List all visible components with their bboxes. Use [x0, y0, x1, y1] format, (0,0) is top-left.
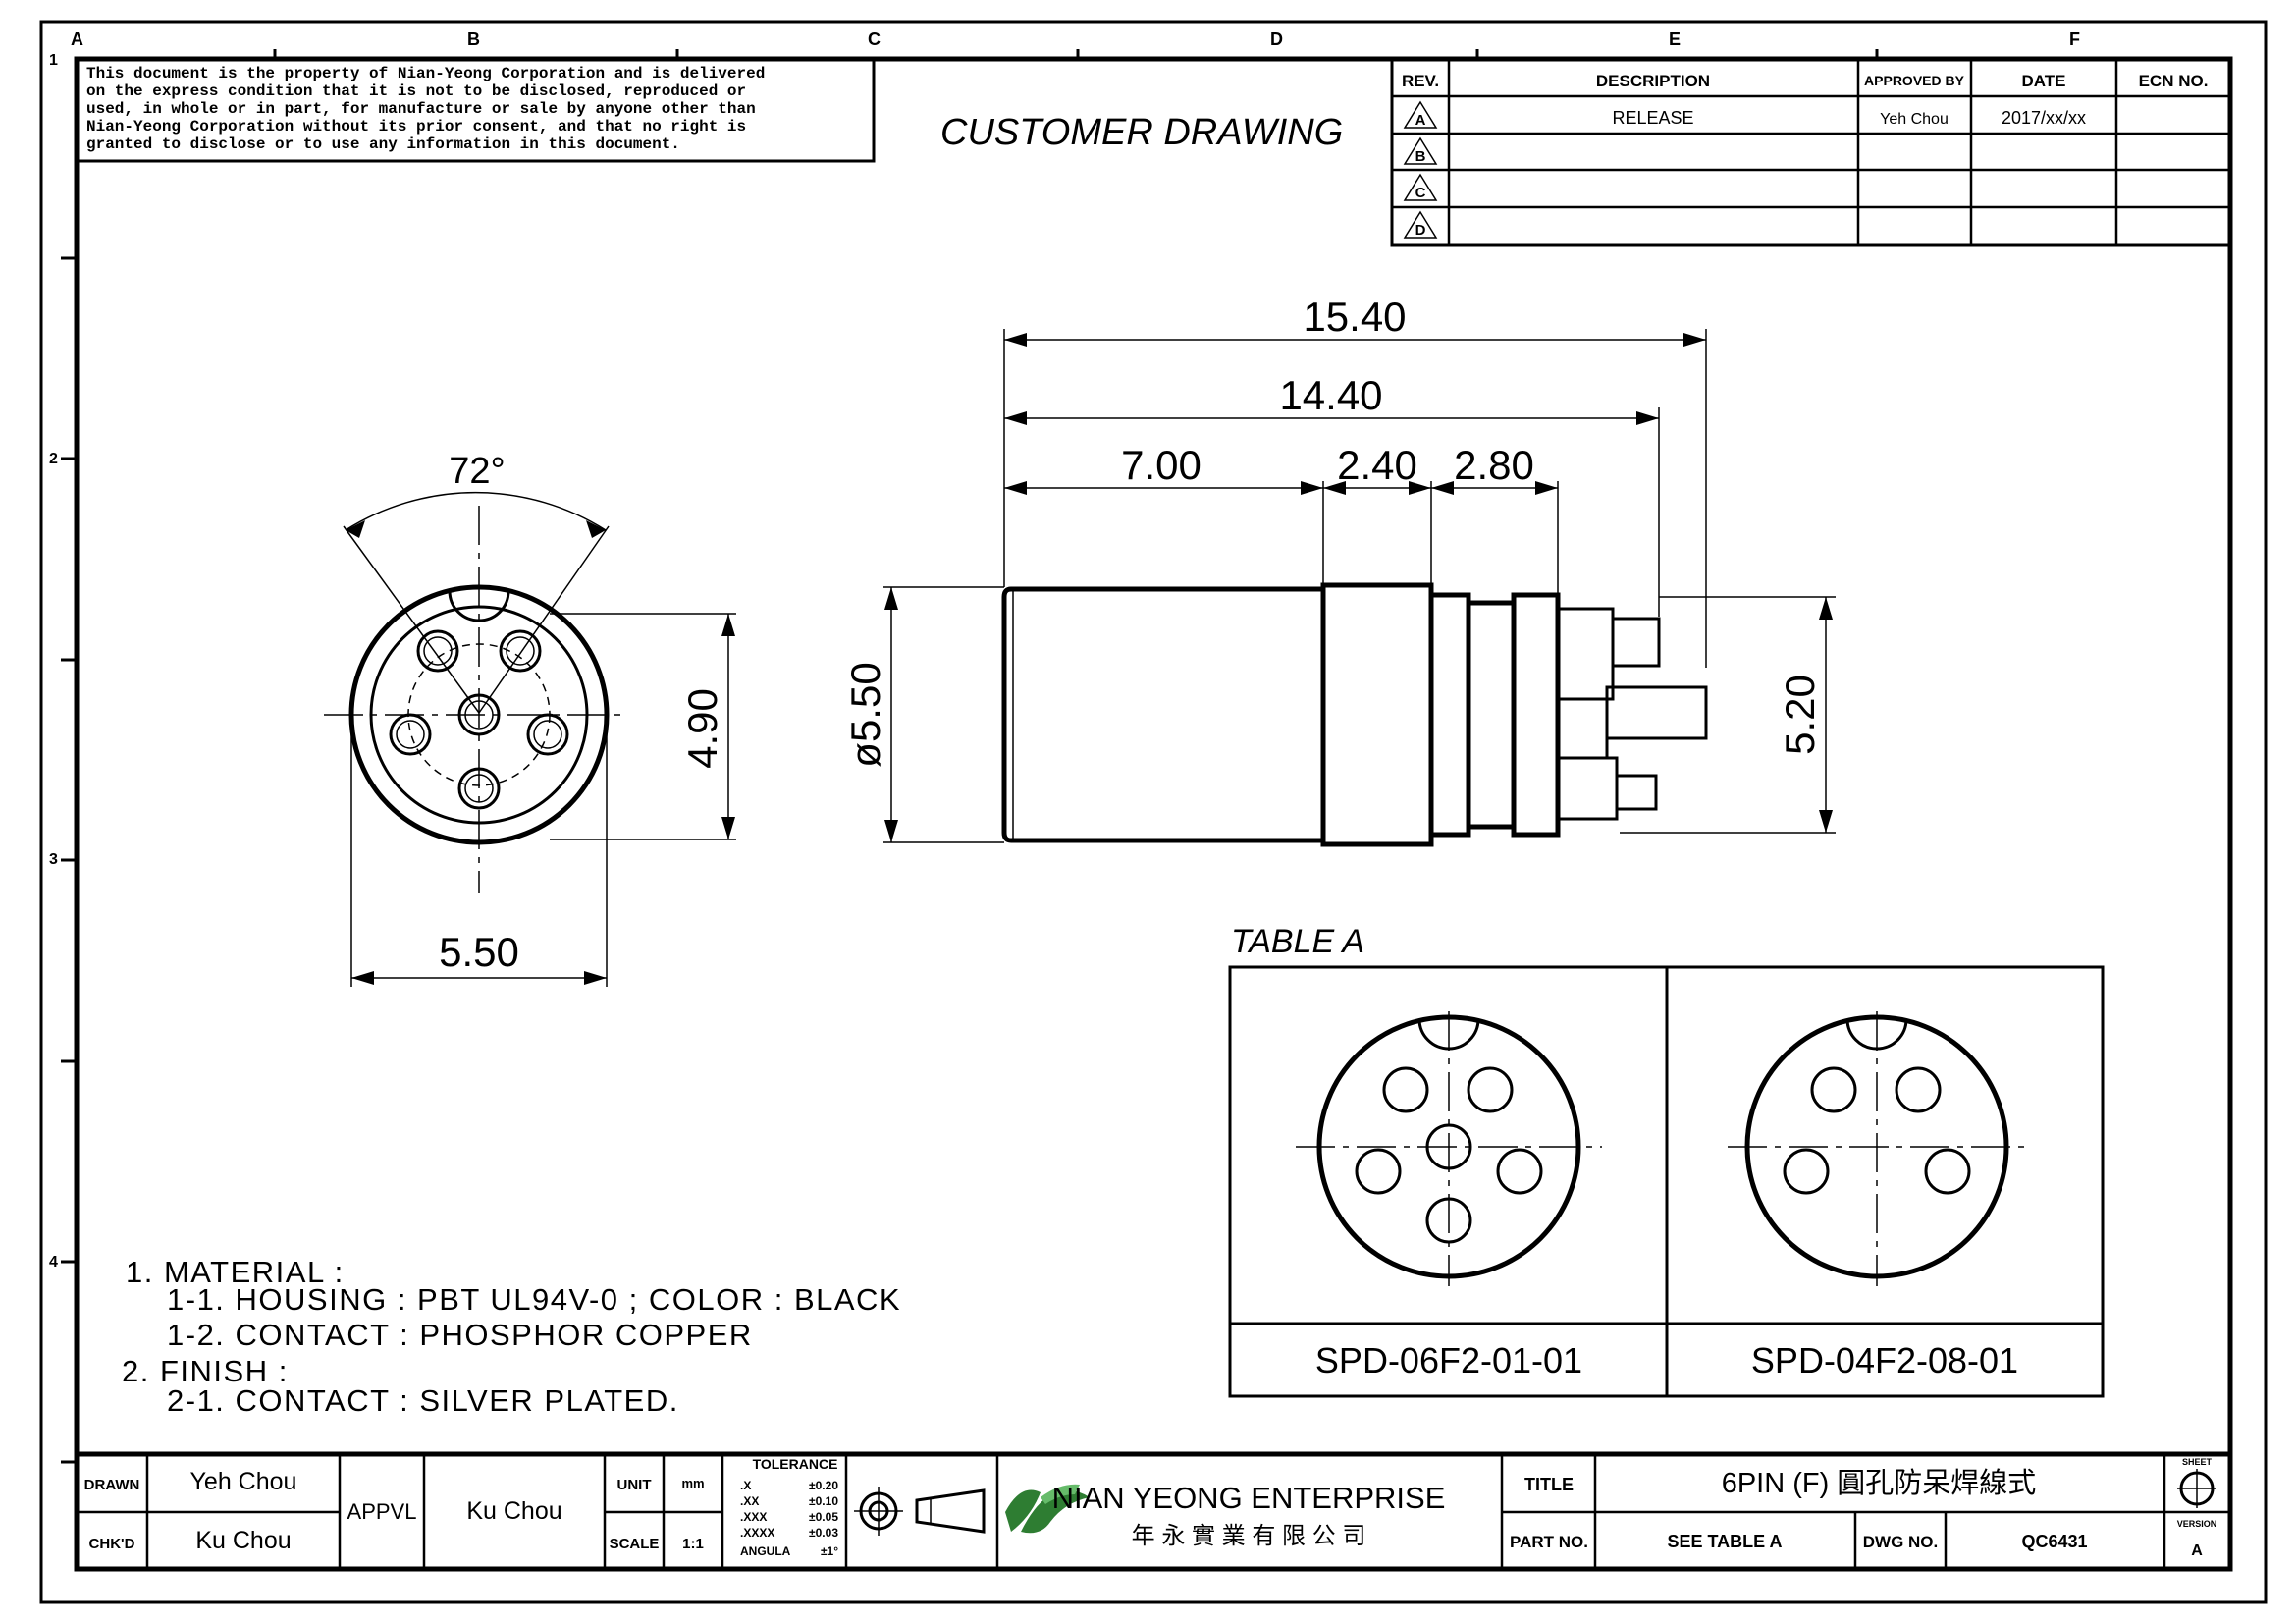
notice-line: on the express condition that it is not …: [86, 82, 746, 100]
overall-length-dimension: 15.40: [1303, 294, 1406, 340]
row-label-1: 1: [49, 52, 58, 69]
note-1: 1. MATERIAL :: [126, 1255, 345, 1289]
part-number-label: PART NO.: [1510, 1533, 1588, 1551]
col-label-a: A: [71, 29, 83, 49]
scale-label: SCALE: [610, 1536, 660, 1552]
unit-label: UNIT: [617, 1477, 652, 1493]
tolerance-x-label: .X: [740, 1479, 751, 1492]
notice-line: granted to disclose or to use any inform…: [86, 135, 680, 153]
row-label-2: 2: [49, 451, 58, 467]
tolerance-xxx-label: .XXX: [740, 1510, 767, 1524]
side-view: [883, 329, 1836, 847]
unit-value: mm: [681, 1476, 704, 1490]
col-label-c: C: [868, 29, 881, 49]
col-label-d: D: [1270, 29, 1283, 49]
version-label: VERSION: [2177, 1519, 2217, 1529]
row-label-4: 4: [49, 1254, 58, 1271]
column-ticks: [273, 49, 1879, 59]
rev-a-description: RELEASE: [1612, 108, 1693, 128]
checked-value: Ku Chou: [195, 1527, 291, 1554]
body-length-dimension: 14.40: [1279, 372, 1382, 418]
front-height-dimension: 4.90: [679, 688, 725, 769]
notice-line: used, in whole or in part, for manufactu…: [86, 100, 756, 118]
rev-c: C: [1415, 185, 1426, 201]
tolerance-xxx-value: ±0.05: [809, 1510, 838, 1524]
tolerance-xxxx-label: .XXXX: [740, 1526, 774, 1540]
rev-a-date: 2017/xx/xx: [2002, 108, 2086, 128]
table-a-title: TABLE A: [1231, 923, 1364, 960]
tolerance-angular-label: ANGULA: [740, 1544, 791, 1558]
tolerance-xx-value: ±0.10: [809, 1494, 838, 1508]
drawing-heading: CUSTOMER DRAWING: [940, 112, 1343, 153]
tolerance-xxxx-value: ±0.03: [809, 1526, 838, 1540]
approved-by-header: APPROVED BY: [1864, 73, 1965, 88]
tolerance-angular-value: ±1°: [821, 1544, 838, 1558]
front-width-dimension: 5.50: [439, 929, 519, 975]
rev-a-approved-by: Yeh Chou: [1880, 111, 1949, 128]
rev-a: A: [1415, 112, 1426, 129]
rev-header: REV.: [1402, 72, 1439, 90]
col-label-f: F: [2069, 29, 2080, 49]
table-a-part-6pin: SPD-06F2-01-01: [1315, 1340, 1582, 1380]
title-block: [74, 1451, 2233, 1572]
col-label-e: E: [1669, 29, 1681, 49]
note-1-1: 1-1. HOUSING : PBT UL94V-0 ; COLOR : BLA…: [167, 1282, 901, 1317]
description-header: DESCRIPTION: [1596, 72, 1710, 90]
ecn-header: ECN NO.: [2139, 72, 2209, 90]
front-view: [324, 491, 736, 987]
row-label-3: 3: [49, 851, 58, 868]
table-a: [1228, 965, 2105, 1398]
tolerance-xx-label: .XX: [740, 1494, 759, 1508]
scale-value: 1:1: [682, 1536, 704, 1552]
angle-dimension: 72°: [449, 451, 505, 492]
row-ticks: [61, 256, 77, 1464]
dim-2-40: 2.40: [1337, 442, 1417, 488]
outer-border: [39, 20, 2268, 1604]
drawing-number-value: QC6431: [2021, 1532, 2087, 1551]
note-2: 2. FINISH :: [122, 1354, 289, 1388]
notice-line: This document is the property of Nian-Ye…: [86, 65, 765, 82]
side-height-dimension: 5.20: [1777, 675, 1823, 755]
diameter-dimension: ø5.50: [842, 662, 888, 767]
revision-table: [1390, 57, 2232, 247]
notice-text: This document is the property of Nian-Ye…: [86, 65, 765, 153]
drawn-label: DRAWN: [84, 1477, 140, 1493]
dim-2-80: 2.80: [1454, 442, 1534, 488]
note-2-1: 2-1. CONTACT : SILVER PLATED.: [167, 1383, 679, 1418]
title-label: TITLE: [1524, 1475, 1574, 1494]
rev-b: B: [1415, 148, 1426, 165]
col-label-b: B: [467, 29, 480, 49]
tolerance-title: TOLERANCE: [753, 1456, 838, 1472]
company-name: NIAN YEONG ENTERPRISE: [1052, 1481, 1446, 1515]
approval-label: APPVL: [347, 1499, 417, 1524]
sheet-label: SHEET: [2182, 1457, 2213, 1467]
checked-label: CHK'D: [89, 1536, 135, 1552]
dim-7-00: 7.00: [1121, 442, 1201, 488]
drawn-value: Yeh Chou: [190, 1468, 297, 1495]
drawing-number-label: DWG NO.: [1863, 1533, 1939, 1551]
tolerance-x-value: ±0.20: [809, 1479, 838, 1492]
notice-line: Nian-Yeong Corporation without its prior…: [86, 118, 746, 135]
date-header: DATE: [2021, 72, 2065, 90]
approval-value: Ku Chou: [466, 1497, 561, 1525]
company-name-chinese: 年 永 實 業 有 限 公 司: [1132, 1523, 1366, 1549]
title-value: 6PIN (F) 圓孔防呆焊線式: [1722, 1467, 2037, 1499]
company-logo: [1005, 1484, 1090, 1534]
notice-box: [75, 57, 876, 163]
part-number-value: SEE TABLE A: [1667, 1532, 1782, 1551]
note-1-2: 1-2. CONTACT : PHOSPHOR COPPER: [167, 1318, 753, 1352]
table-a-part-4pin: SPD-04F2-08-01: [1751, 1340, 2018, 1380]
version-value: A: [2191, 1542, 2203, 1559]
rev-d: D: [1415, 222, 1426, 239]
